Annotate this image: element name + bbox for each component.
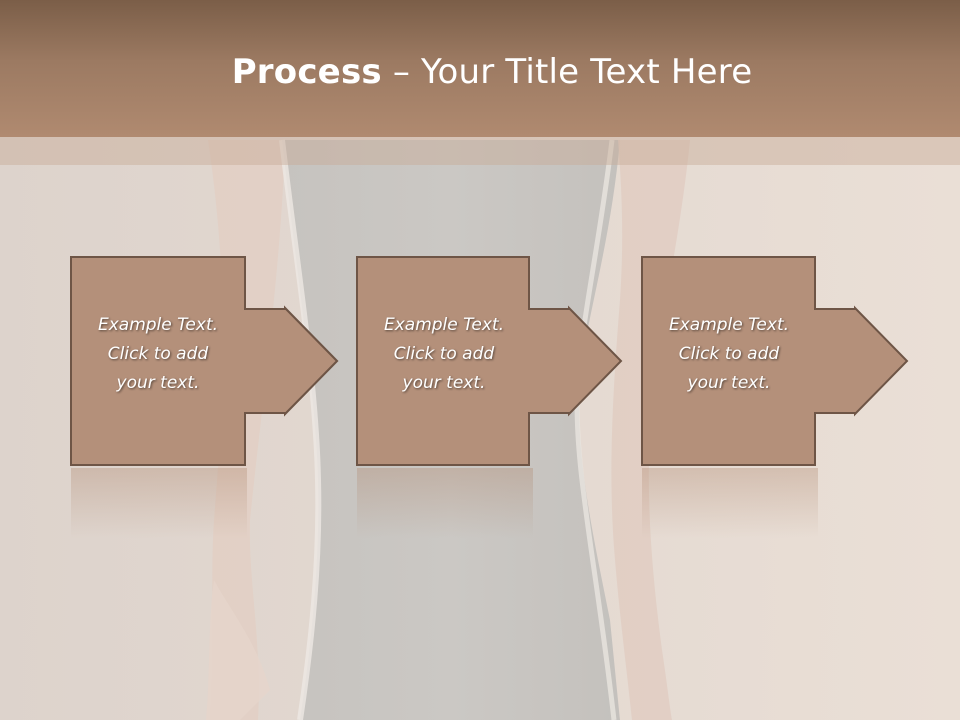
slide-title-bold: Process <box>231 52 382 92</box>
step-2-line-2: Click to add <box>393 344 495 364</box>
step-1-line-3: your text. <box>116 373 200 393</box>
title-underband <box>0 137 960 165</box>
process-step-3[interactable]: Example Text. Click to add your text. <box>641 256 912 467</box>
step-3-line-2: Click to add <box>678 344 780 364</box>
step-text-3[interactable]: Example Text. Click to add your text. <box>644 311 814 398</box>
step-text-2[interactable]: Example Text. Click to add your text. <box>359 311 529 398</box>
step-1-line-2: Click to add <box>107 344 209 364</box>
process-step-1[interactable]: Example Text. Click to add your text. <box>70 256 341 467</box>
step-reflection-3 <box>642 468 818 538</box>
step-2-line-1: Example Text. <box>383 315 505 335</box>
title-bar <box>0 0 960 137</box>
step-2-line-3: your text. <box>402 373 486 393</box>
slide-title[interactable]: Process – Your Title Text Here <box>0 52 960 92</box>
step-reflection-2 <box>357 468 533 538</box>
step-1-line-1: Example Text. <box>97 315 219 335</box>
slide-title-rest: – Your Title Text Here <box>381 52 753 92</box>
step-arrow-shape-3 <box>641 256 909 466</box>
step-3-line-3: your text. <box>687 373 771 393</box>
step-arrow-shape-2 <box>356 256 623 466</box>
step-3-line-1: Example Text. <box>668 315 790 335</box>
process-step-2[interactable]: Example Text. Click to add your text. <box>356 256 627 467</box>
step-text-1[interactable]: Example Text. Click to add your text. <box>73 311 243 398</box>
step-arrow-shape-1 <box>70 256 339 466</box>
step-reflection-1 <box>71 468 247 538</box>
